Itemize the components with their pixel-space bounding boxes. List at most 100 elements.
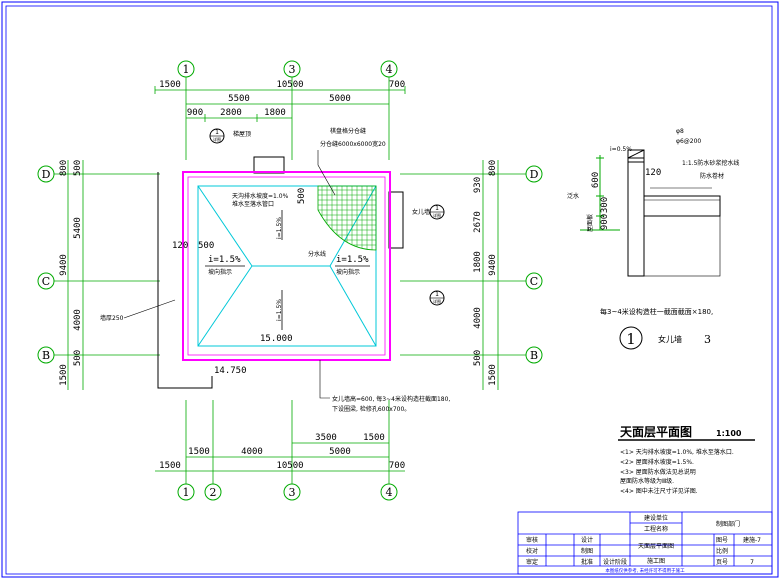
axis-bubble-left-B: B (37, 346, 55, 364)
tb-draw: 制图 (581, 547, 593, 555)
svg-text:1: 1 (626, 330, 636, 348)
wall-thickness: 墙厚250 (100, 314, 124, 322)
dim-top-900: 900 (187, 108, 203, 118)
wall-leader (123, 299, 176, 319)
parapet-note2: 下设圈梁, 检修孔600x700。 (332, 405, 410, 413)
dim-right-2670: 2670 (473, 211, 483, 233)
axis-bubble-top-3: 3 (283, 60, 301, 78)
svg-text:2: 2 (210, 486, 217, 499)
detail-bubble-2: 1 详图 女儿墙 (412, 204, 445, 220)
dim-bot-1500a: 1500 (363, 433, 385, 443)
svg-text:4: 4 (386, 63, 393, 76)
dim-left-800: 800 (59, 160, 69, 176)
dim-right-9400: 9400 (488, 254, 498, 276)
dim-right-800: 800 (488, 160, 498, 176)
tb-unit: 设计阶段 (603, 558, 627, 566)
axis-bubble-right-C: C (525, 272, 543, 290)
building-outline-left (157, 172, 213, 389)
dim-bot-1500c: 1500 (159, 461, 181, 471)
gutter-line (197, 185, 377, 347)
note-3: <3> 屋面防水做法见总说明 (620, 468, 696, 476)
axis-bubble-right-B: B (525, 346, 543, 364)
dim-right-1800: 1800 (473, 251, 483, 273)
note-gutter-slope2: 堆水至落水管口 (232, 200, 274, 208)
svg-text:1: 1 (183, 486, 190, 499)
svg-text:B: B (530, 349, 538, 362)
dim-bot-3500: 3500 (315, 433, 337, 443)
dim-bot-10500: 10500 (276, 461, 303, 471)
svg-text:B: B (42, 349, 50, 362)
slope-label-top: i=1.5% (276, 217, 283, 239)
axis-lines-bottom (155, 400, 405, 484)
svg-text:C: C (530, 275, 538, 288)
tb-project2: 工程名称 (644, 525, 668, 533)
tb-page-label: 页号 (716, 559, 728, 566)
dim-top-1500: 1500 (159, 80, 181, 90)
dim-right-500: 500 (473, 350, 483, 366)
detail-rebar2: φ8 (676, 128, 684, 135)
tb-proof: 审定 (526, 558, 538, 566)
tb-review: 校对 (526, 547, 538, 555)
detail-dim-120: 120 (645, 168, 661, 178)
svg-text:4: 4 (386, 486, 393, 499)
elev-plane: 15.000 (260, 334, 293, 344)
svg-text:C: C (42, 275, 50, 288)
svg-text:详图: 详图 (433, 298, 441, 304)
dim-right-1500: 1500 (488, 364, 498, 386)
dim-top-1800: 1800 (264, 108, 286, 118)
note-1: <1> 天沟排水坡度=1.0%, 堆水至落水口. (620, 448, 734, 456)
hip-ridges (197, 185, 377, 347)
dim-top-5000: 5000 (329, 94, 351, 104)
parapet-detail (580, 149, 721, 277)
detail-caption: 每3~4米设构造柱一截面截面×180, (600, 307, 713, 316)
svg-text:D: D (530, 168, 539, 181)
title-block (517, 511, 773, 575)
dim-left-500a: 500 (73, 160, 83, 176)
dim-lines-top (154, 86, 406, 122)
dim-right-930: 930 (473, 177, 483, 193)
note-gutter-slope: 天沟排水坡度=1.0% (232, 192, 289, 200)
tb-check: 审核 (526, 536, 538, 544)
tb-page-value: 7 (750, 559, 754, 566)
tb-drawing-name: 天面层平面图 (638, 543, 674, 550)
axis-lines-right (400, 160, 526, 390)
axis-bubble-bottom-1: 1 (177, 483, 195, 501)
tb-scale-label: 比例 (716, 547, 728, 555)
parapet-inner (187, 176, 386, 356)
svg-text:1: 1 (435, 205, 439, 212)
dim-bot-1500b: 1500 (188, 447, 210, 457)
tb-dept: 制图部门 (716, 520, 740, 528)
dim-left-5400: 5400 (73, 217, 83, 239)
note-left: 坡向指示 (208, 268, 232, 276)
dim-left-4000: 4000 (73, 309, 83, 331)
svg-text:3: 3 (289, 63, 296, 76)
axis-lines-left (54, 160, 160, 390)
parapet-note: 女儿墙高=600, 每3~4米设构造柱截面180, (332, 395, 450, 403)
detail-dim-600: 600 (591, 172, 601, 188)
parapet-leader (319, 360, 330, 399)
axis-bubble-left-D: D (37, 165, 55, 183)
dim-bot-5000: 5000 (329, 447, 351, 457)
svg-text:3: 3 (289, 486, 296, 499)
grid-leader (317, 150, 336, 196)
dim-right-4000: 4000 (473, 307, 483, 329)
slope-label-bottom: i=1.5% (276, 299, 283, 321)
tb-approve: 批准 (581, 558, 593, 566)
tb-sheet-label: 图号 (716, 537, 728, 544)
svg-text:D: D (42, 168, 51, 181)
svg-text:1: 1 (183, 63, 190, 76)
slope-label-right: i=1.5% (336, 255, 369, 265)
dim-left-500b: 500 (73, 350, 83, 366)
tb-sheet-value: 建施-7 (743, 536, 761, 544)
dim-bot-700: 700 (389, 461, 405, 471)
detail-slope: i=0.5% (610, 146, 632, 153)
detail-note4: 泛水 (567, 192, 579, 200)
dim-top-5500: 5500 (228, 94, 250, 104)
dim-left-1500: 1500 (59, 364, 69, 386)
svg-text:3: 3 (704, 333, 711, 346)
grid-note: 棋盘格分仓缝 (330, 127, 366, 135)
right-projection (388, 191, 404, 249)
grid-note2: 分仓缝6000x6000宽20 (320, 140, 386, 148)
elev-lower: 14.750 (214, 366, 247, 376)
